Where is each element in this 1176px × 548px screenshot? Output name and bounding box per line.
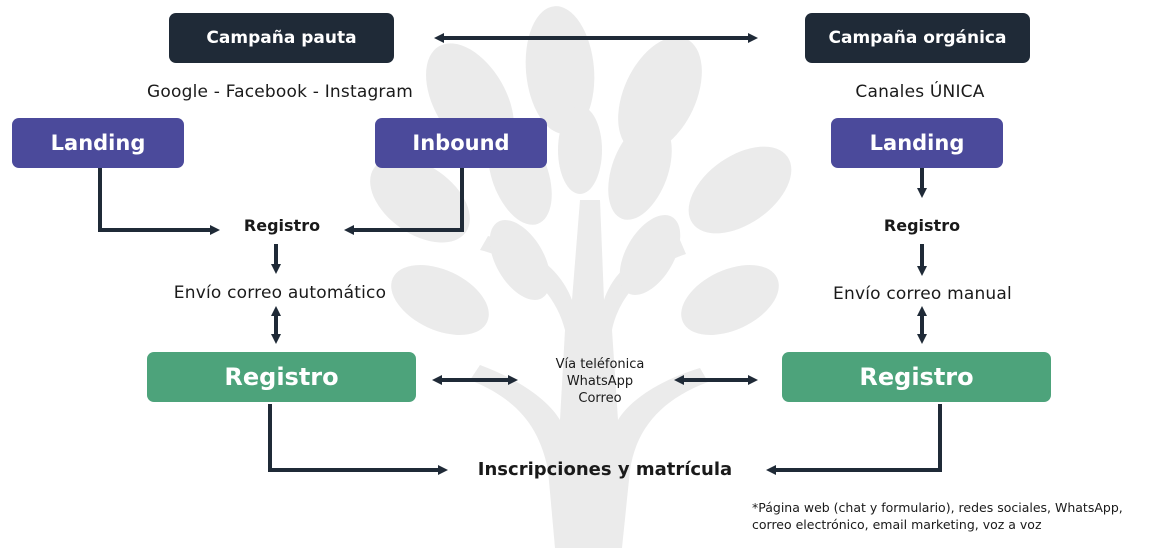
final-step-text: Inscripciones y matrícula bbox=[477, 459, 733, 480]
inbound-box: Inbound bbox=[375, 118, 547, 168]
inbound-label: Inbound bbox=[412, 131, 510, 155]
left-landing-box: Landing bbox=[12, 118, 184, 168]
arrow-icon bbox=[344, 166, 464, 235]
paid-campaign-label: Campaña pauta bbox=[206, 28, 357, 48]
right-registro-box: Registro bbox=[782, 352, 1051, 402]
footnote-line-1: *Página web (chat y formulario), redes s… bbox=[752, 500, 1123, 515]
organic-campaign-label: Campaña orgánica bbox=[828, 28, 1007, 48]
contact-methods: Vía teléfonica WhatsApp Correo bbox=[530, 356, 670, 407]
arrow-icon bbox=[766, 404, 942, 475]
footnote-line-2: correo electrónico, email marketing, voz… bbox=[752, 517, 1042, 532]
contact-phone: Vía teléfonica bbox=[555, 357, 645, 372]
organic-campaign-box: Campaña orgánica bbox=[805, 13, 1030, 63]
right-registro-small: Registro bbox=[883, 216, 961, 235]
right-landing-label: Landing bbox=[869, 131, 965, 155]
left-registro-box: Registro bbox=[147, 352, 416, 402]
right-registro-label: Registro bbox=[859, 363, 974, 391]
arrow-icon bbox=[98, 166, 220, 235]
organic-channels-text: Canales ÚNICA bbox=[855, 82, 985, 102]
paid-channels-text: Google - Facebook - Instagram bbox=[147, 82, 413, 102]
contact-email: Correo bbox=[578, 391, 622, 406]
contact-whatsapp: WhatsApp bbox=[566, 374, 634, 389]
paid-campaign-box: Campaña pauta bbox=[169, 13, 394, 63]
footnote: *Página web (chat y formulario), redes s… bbox=[752, 499, 1172, 533]
left-registro-label: Registro bbox=[224, 363, 339, 391]
right-landing-box: Landing bbox=[831, 118, 1003, 168]
left-landing-label: Landing bbox=[50, 131, 146, 155]
left-registro-small: Registro bbox=[243, 216, 321, 235]
left-email-text: Envío correo automático bbox=[173, 283, 387, 303]
right-email-text: Envío correo manual bbox=[833, 284, 1012, 304]
arrow-icon bbox=[268, 404, 448, 475]
